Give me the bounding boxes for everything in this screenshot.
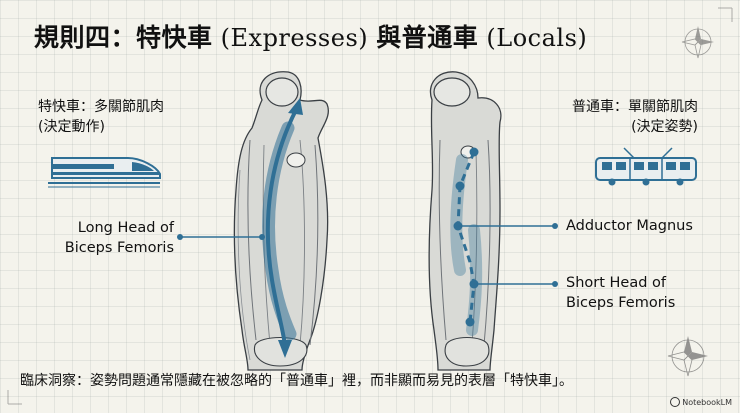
notebooklm-logo-icon	[670, 397, 681, 407]
short-head-label-line2: Biceps Femoris	[566, 295, 676, 311]
local-heading-text: 普通車：單關節肌肉	[572, 99, 698, 115]
callout-long-head	[177, 234, 265, 240]
page-title: 規則四：特快車 (Expresses) 與普通車 (Locals)	[34, 23, 588, 52]
express-train-icon	[48, 157, 161, 188]
short-head-label: Short Head of Biceps Femoris	[566, 273, 675, 313]
notebooklm-badge-text: NotebookLM	[682, 397, 732, 407]
long-head-label-line2: Biceps Femoris	[64, 240, 174, 256]
express-heading-text: 特快車：多關節肌肉	[38, 99, 164, 115]
adductor-magnus-label: Adductor Magnus	[566, 218, 693, 234]
callout-adductor	[458, 223, 558, 229]
short-head-label-line1: Short Head of	[566, 275, 667, 291]
compass-rose-icon	[667, 336, 708, 377]
express-subheading-text: (決定動作)	[38, 119, 105, 135]
clinical-insight-footer: 臨床洞察：姿勢問題通常隱藏在被忽略的「普通車」裡，而非顯而易見的表層「特快車」。	[20, 373, 573, 389]
right-thigh-illustration	[428, 71, 502, 371]
compass-rose-icon	[681, 26, 714, 59]
local-subheading-text: (決定姿勢)	[631, 119, 698, 135]
long-head-label-line1: Long Head of	[77, 220, 174, 236]
long-head-label: Long Head of Biceps Femoris	[60, 218, 174, 258]
callout-short-head	[474, 281, 558, 287]
local-heading: 普通車：單關節肌肉 (決定姿勢)	[540, 97, 698, 137]
tram-icon	[595, 147, 697, 186]
express-heading: 特快車：多關節肌肉 (決定動作)	[38, 97, 164, 137]
notebooklm-badge: NotebookLM	[670, 397, 732, 407]
corner-ornament-icon	[7, 7, 733, 405]
left-thigh-illustration	[233, 71, 329, 371]
